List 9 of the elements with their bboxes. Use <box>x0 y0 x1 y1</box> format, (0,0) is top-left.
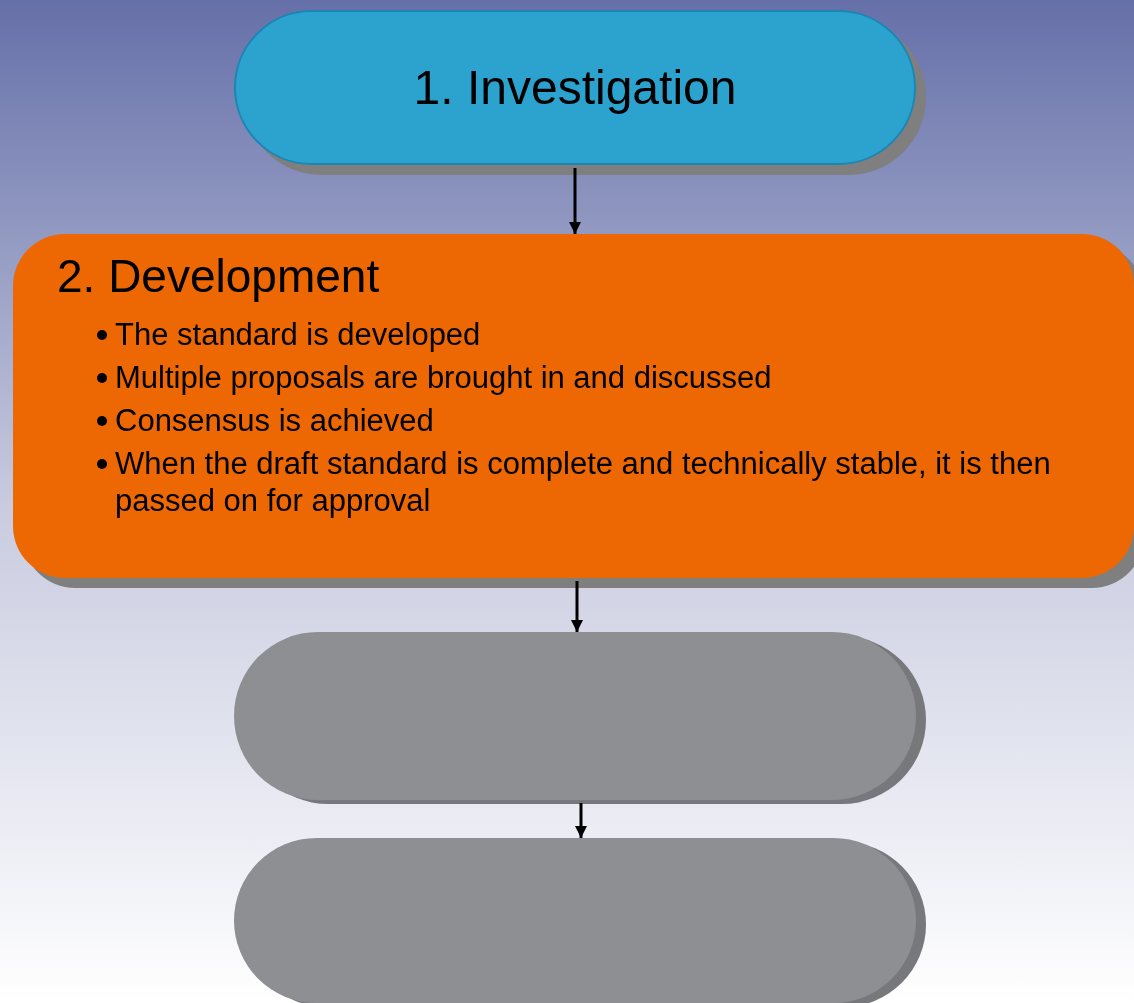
bullet-text: Consensus is achieved <box>115 401 434 440</box>
bullet-text: Multiple proposals are brought in and discussed <box>115 358 772 396</box>
stage-heading: 2. Development <box>57 249 381 304</box>
stage-title: 1. Investigation <box>413 63 737 112</box>
arrow <box>575 803 587 838</box>
arrow <box>571 581 583 632</box>
bullet-text: The standard is developed <box>115 315 481 353</box>
arrow <box>569 168 581 234</box>
bullet-text: When the draft standard is complete and technically stable, it is then passed on for approval <box>115 445 1052 520</box>
